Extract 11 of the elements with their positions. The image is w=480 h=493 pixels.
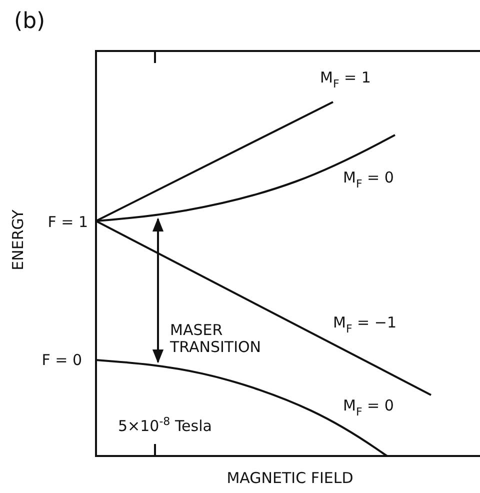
level-label: F = 0	[42, 352, 82, 368]
curve-label: M$_{F}$ = 1	[320, 69, 371, 91]
transition-label: MASER TRANSITION	[170, 322, 262, 355]
curve-label: M$_{F}$ = 0	[343, 397, 394, 419]
panel-label: (b)	[14, 10, 46, 34]
curve-label: M$_{F}$ = −1	[333, 314, 396, 336]
curve-label: M$_{F}$ = 0	[343, 169, 394, 191]
axis-title: MAGNETIC FIELD	[226, 470, 354, 486]
level-label: F = 1	[48, 214, 88, 230]
axis-title: ENERGY	[10, 210, 26, 270]
tick-label: 5×10$^{-8}$ Tesla	[118, 416, 212, 434]
